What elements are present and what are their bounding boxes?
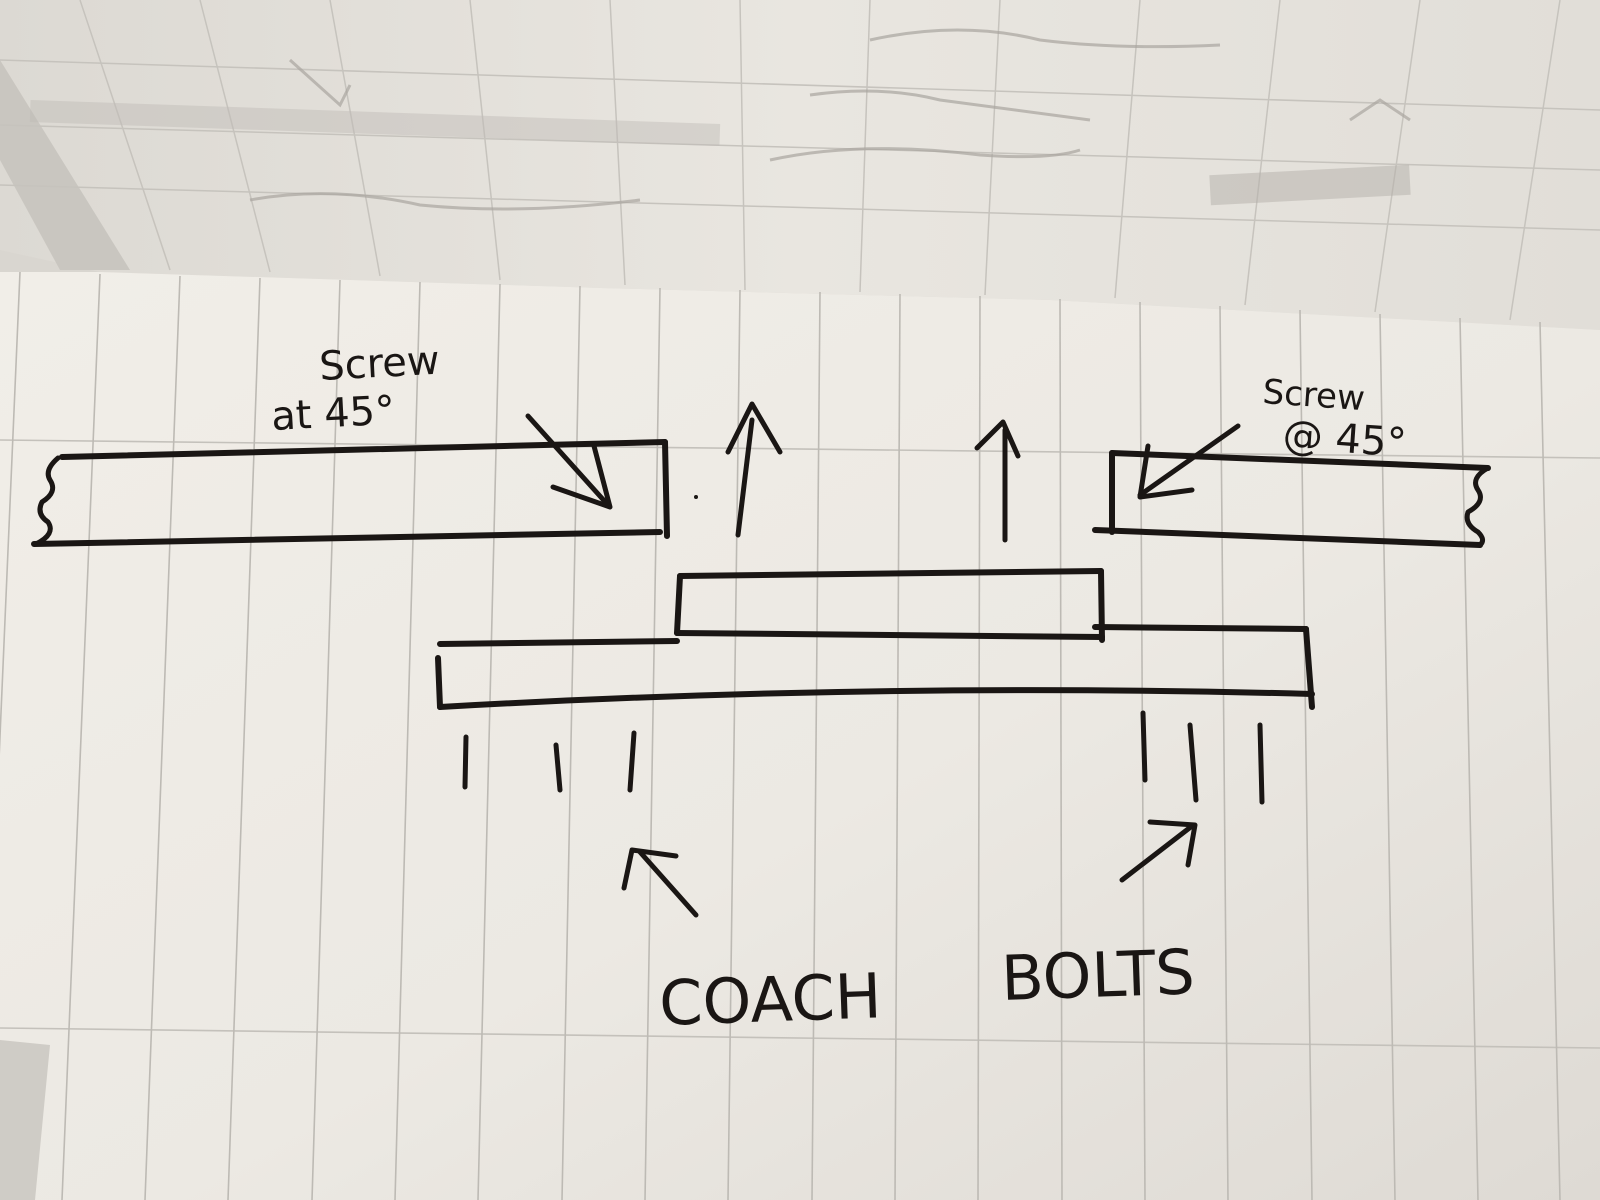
screw-right-label-line2: @ 45° [1281,412,1408,467]
left-board [31,439,670,547]
center-plate [674,568,1105,643]
right-board [1092,450,1491,548]
back-page [0,0,1600,330]
screw-arrow-left [525,413,613,510]
screw-arrow-right [1137,423,1241,500]
coach-label: COACH [658,959,883,1040]
base-plate [435,624,1315,710]
coach-bolt-arrow-left [621,847,699,918]
screw-right-label-line1: Screw [1261,372,1366,419]
screw-left-label-line1: Screw [318,338,441,390]
coach-bolt-arrow-right [1119,819,1198,883]
screw-left-label-line2: at 45° [270,388,396,440]
coach-bolt-ticks-right [1140,710,1265,805]
up-arrow-right [974,419,1021,543]
ink-dot [694,495,698,499]
coach-bolt-ticks-left [462,730,637,793]
up-arrow-left [725,401,783,538]
bolts-label: BOLTS [1000,935,1196,1015]
